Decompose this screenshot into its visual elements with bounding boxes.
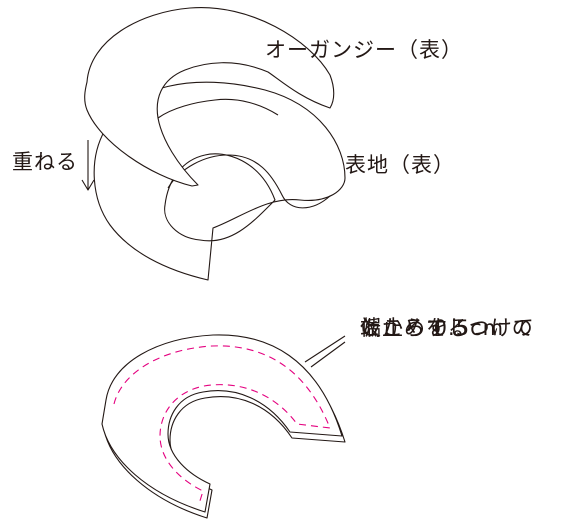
instruction-line: 端から 0.5cm の: [360, 316, 534, 340]
organdy-inner-edge: [157, 98, 279, 119]
basting-stitch-line: [113, 345, 331, 505]
instruction-line: 仮止めする: [360, 316, 470, 340]
organdy-label: オーガンジー（表）: [265, 38, 463, 62]
outer-fabric-label: 表地（表）: [345, 153, 455, 177]
leader-line: [304, 335, 346, 368]
outer-fabric-inner-edge: [167, 154, 331, 209]
down-arrow-icon: [81, 140, 95, 191]
instruction-line: ところをしつけて: [360, 316, 535, 340]
organdy-shape: [84, 7, 335, 187]
overlap-label: 重ねる: [12, 150, 78, 174]
stacked-fabric-top: [101, 334, 343, 513]
